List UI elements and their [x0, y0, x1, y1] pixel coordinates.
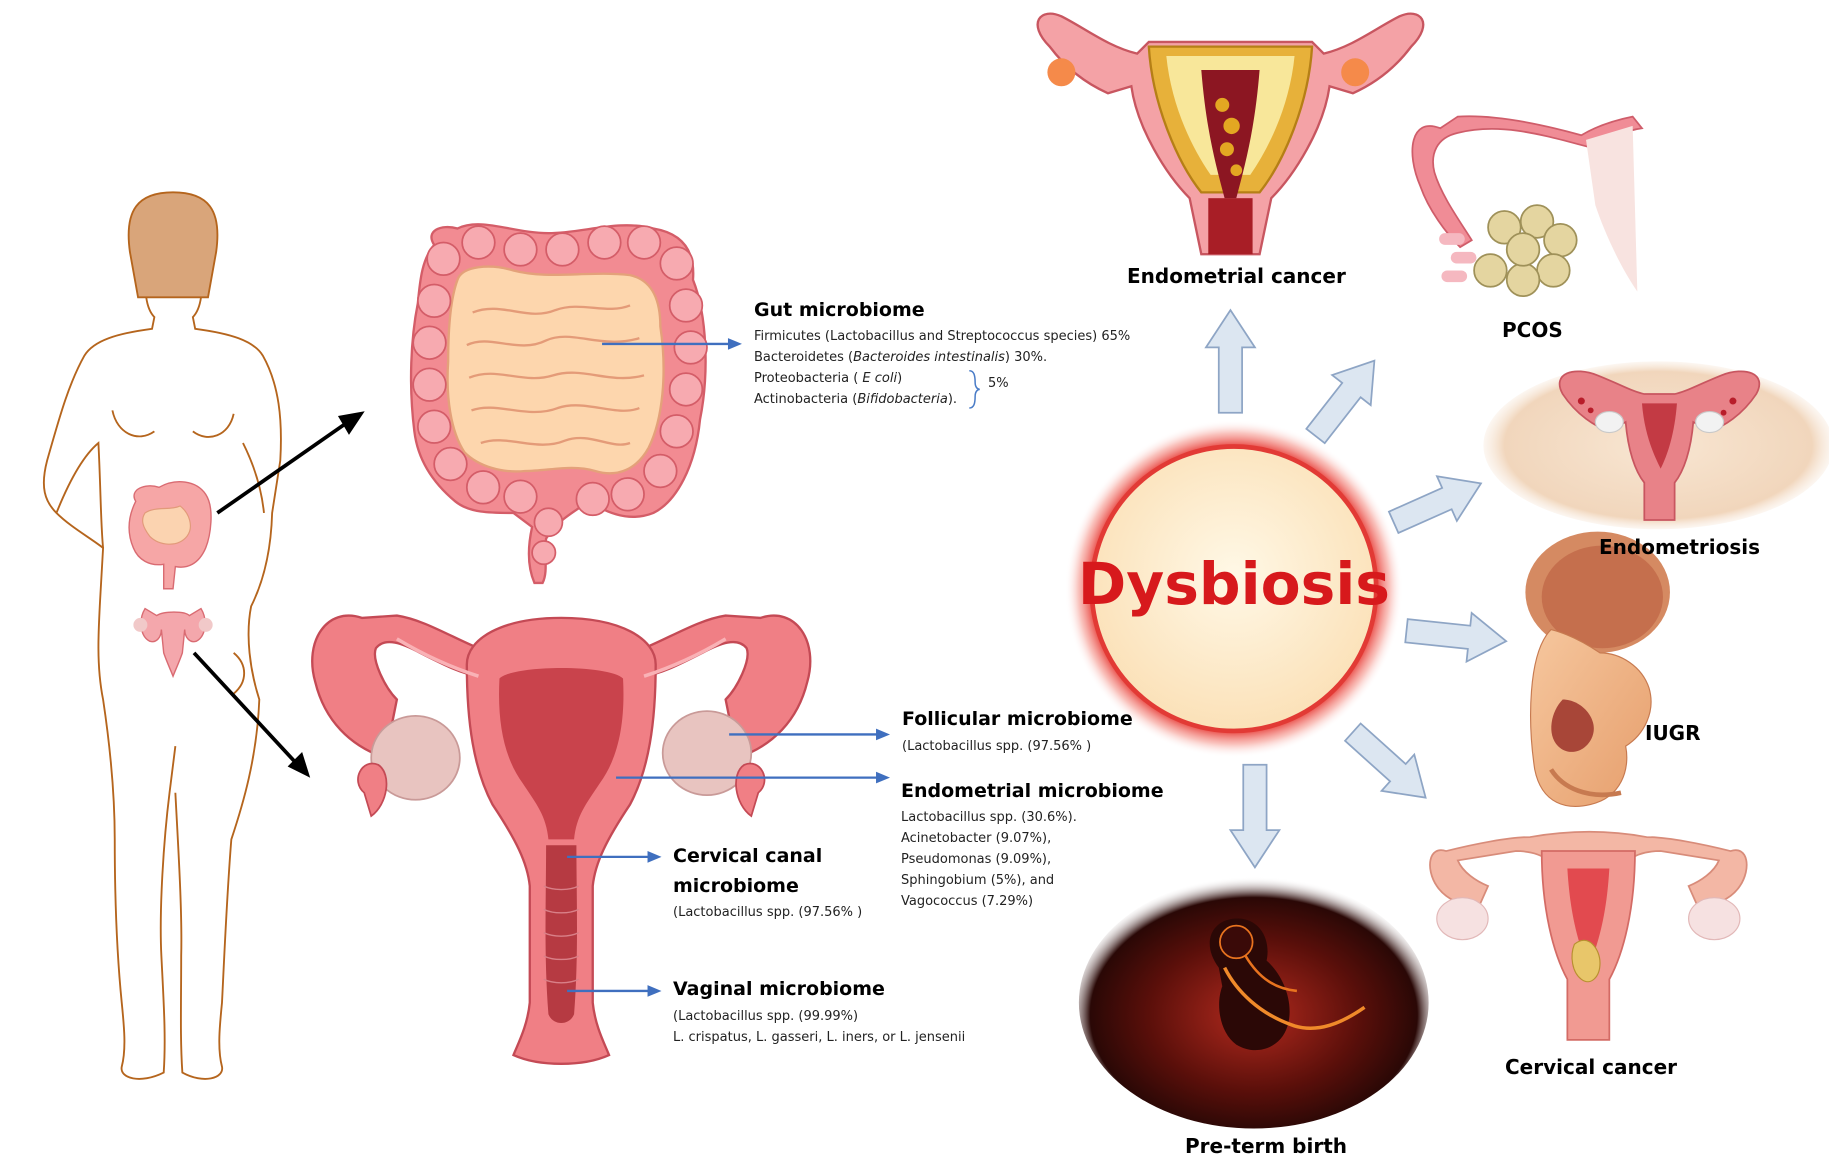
block-arrow-down	[1230, 765, 1279, 868]
preterm-birth-label: Pre-term birth	[1185, 1134, 1347, 1158]
iugr-fetus-illustration-icon	[1525, 532, 1670, 807]
follicular-microbiome-title: Follicular microbiome	[902, 708, 1133, 730]
endometriosis-label: Endometriosis	[1599, 535, 1760, 559]
gut-microbiome-line-2: Bacteroidetes (Bacteroides intestinalis)…	[754, 347, 1047, 368]
preterm-birth-illustration-icon	[1079, 877, 1429, 1129]
gut-microbiome-title: Gut microbiome	[754, 299, 925, 321]
cervical-cancer-label: Cervical cancer	[1505, 1055, 1677, 1079]
gut-microbiome-line-3: Proteobacteria ( E coli)	[754, 368, 902, 389]
cervical-cancer-illustration-icon	[1430, 832, 1747, 1040]
small-gut-icon	[129, 482, 211, 589]
cervical-canal-title-2: microbiome	[673, 875, 799, 897]
block-arrow-up	[1206, 310, 1255, 413]
endometrial-microbiome-line-1: Lactobacillus spp. (30.6%).	[901, 807, 1077, 828]
block-arrow-down-right	[1336, 714, 1442, 816]
pcos-illustration-icon	[1412, 116, 1642, 296]
endometrial-cancer-label: Endometrial cancer	[1127, 264, 1346, 288]
endometrial-microbiome-line-2: Acinetobacter (9.07%),	[901, 828, 1051, 849]
endometrial-cancer-illustration-icon	[1038, 14, 1424, 254]
block-arrow-up-right	[1296, 346, 1393, 451]
pcos-label: PCOS	[1502, 318, 1563, 342]
vaginal-microbiome-line-2: L. crispatus, L. gasseri, L. iners, or L…	[673, 1027, 965, 1048]
endometrial-microbiome-line-3: Pseudomonas (9.09%),	[901, 849, 1051, 870]
endometrial-microbiome-line-4: Sphingobium (5%), and	[901, 870, 1054, 891]
intestine-illustration-icon	[411, 224, 707, 583]
cervical-canal-title-1: Cervical canal	[673, 845, 822, 867]
endometrial-microbiome-line-5: Vagococcus (7.29%)	[901, 891, 1033, 912]
gut-microbiome-line-1: Firmicutes (Lactobacillus and Streptococ…	[754, 326, 1130, 347]
dysbiosis-label: Dysbiosis	[1078, 550, 1390, 618]
gut-bracket	[969, 371, 979, 408]
gut-bracket-value: 5%	[988, 373, 1009, 394]
block-arrow-right-up	[1384, 461, 1491, 545]
block-arrow-right	[1404, 606, 1509, 665]
endometriosis-illustration-icon	[1483, 361, 1829, 529]
cervical-canal-line-1: (Lactobacillus spp. (97.56% )	[673, 902, 862, 923]
follicular-microbiome-line-1: (Lactobacillus spp. (97.56% )	[902, 736, 1091, 757]
iugr-label: IUGR	[1645, 721, 1701, 745]
vaginal-microbiome-title: Vaginal microbiome	[673, 978, 885, 1000]
gut-microbiome-line-4: Actinobacteria (Bifidobacteria).	[754, 389, 957, 410]
small-uterus-icon	[133, 609, 212, 677]
endometrial-microbiome-title: Endometrial microbiome	[901, 780, 1164, 802]
vaginal-microbiome-line-1: (Lactobacillus spp. (99.99%)	[673, 1006, 858, 1027]
